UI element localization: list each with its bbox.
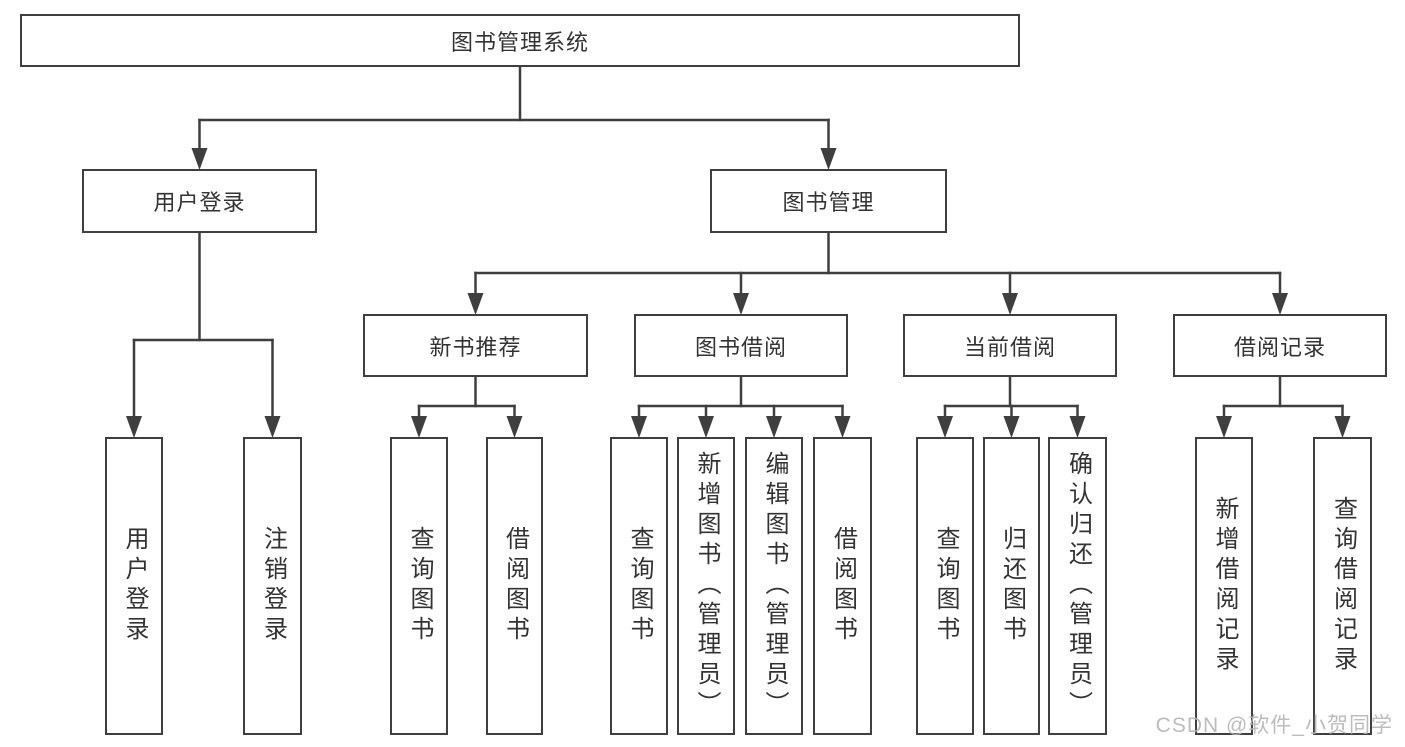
arrowhead-icon [937,416,953,438]
arrowhead-icon [1216,416,1232,438]
node-br-add-record: 新增借阅记录 [1195,437,1253,735]
arrowhead-icon [698,416,714,438]
node-borrow-records: 借阅记录 [1173,314,1387,377]
node-nbr-borrow-books: 借阅图书 [486,437,543,735]
node-cb-confirm-return: 确认归还（管理员） [1048,437,1107,735]
node-root: 图书管理系统 [20,14,1020,67]
arrowhead-icon [1003,416,1020,438]
node-book-borrow: 图书借阅 [634,314,848,377]
node-logout: 注销登录 [243,437,302,735]
arrowhead-icon [411,416,427,438]
node-user-login-group: 用户登录 [82,169,317,233]
arrowhead-icon [126,416,142,438]
arrowhead-icon [1069,416,1086,438]
arrowhead-icon [264,416,281,438]
node-user-login: 用户登录 [105,437,163,735]
node-bb-query-books: 查询图书 [610,437,668,735]
node-current-borrow: 当前借阅 [903,314,1117,377]
node-bb-add-books: 新增图书（管理员） [677,437,735,735]
arrowhead-icon [820,148,837,170]
arrowhead-icon [467,293,484,315]
arrowhead-icon [766,416,782,438]
node-nbr-query-books: 查询图书 [390,437,448,735]
node-bb-edit-books: 编辑图书（管理员） [745,437,803,735]
watermark: CSDN @软件_小贺同学 [1155,714,1393,737]
node-new-book-rec: 新书推荐 [363,314,588,377]
arrowhead-icon [1002,293,1018,315]
arrowhead-icon [1272,293,1288,315]
node-bb-borrow-books: 借阅图书 [813,437,872,735]
node-br-query-record: 查询借阅记录 [1313,437,1372,735]
arrowhead-icon [733,293,749,315]
arrowhead-icon [506,416,523,438]
node-book-mgmt: 图书管理 [710,169,947,233]
node-cb-query-books: 查询图书 [916,437,974,735]
node-cb-return-books: 归还图书 [983,437,1040,735]
arrowhead-icon [191,148,208,170]
arrowhead-icon [631,416,647,438]
arrowhead-icon [834,416,851,438]
arrowhead-icon [1334,416,1351,438]
